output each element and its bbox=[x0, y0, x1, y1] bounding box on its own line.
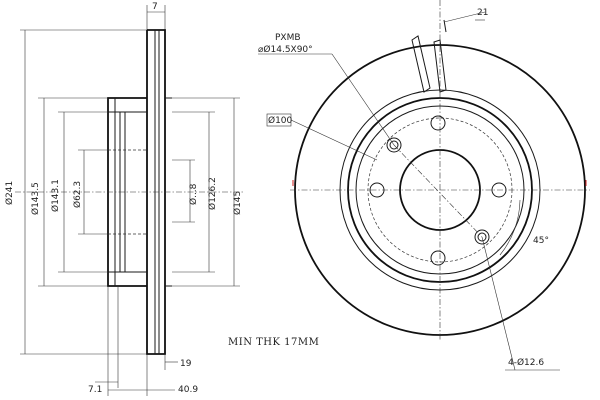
pcd-label: Ø100 bbox=[268, 115, 293, 126]
dim-d241: Ø241 bbox=[4, 181, 15, 205]
dim-d126-2: Ø126.2 bbox=[207, 177, 218, 210]
front-view: 21 PXMB ⌀Ø14.5X90° Ø100 45° 4-Ø12.6 MIN … bbox=[228, 0, 590, 371]
locating-hole bbox=[386, 137, 402, 153]
side-view: 7 Ø241 Ø143.5 Ø143.1 Ø62.3 bbox=[4, 2, 245, 396]
bolt-label: 4-Ø12.6 bbox=[508, 357, 544, 368]
dim-d143-1: Ø143.1 bbox=[50, 179, 61, 212]
dim-d145: Ø145 bbox=[232, 191, 243, 215]
dim-d62-3: Ø62.3 bbox=[72, 181, 83, 208]
chamfer-note-line2: ⌀Ø14.5X90° bbox=[258, 44, 313, 55]
slot-label: 21 bbox=[477, 8, 488, 18]
dim-offset-7-1: 7.1 bbox=[88, 385, 102, 395]
dim-height-40-9: 40.9 bbox=[178, 385, 198, 395]
cooling-slots bbox=[411, 19, 447, 93]
dim-top-width: 7 bbox=[152, 2, 158, 12]
dim-offset-19: 19 bbox=[180, 359, 192, 369]
dim-d-small: Ø...8 bbox=[188, 183, 199, 205]
angle-label: 45° bbox=[533, 236, 549, 246]
chamfer-note-line1: PXMB bbox=[275, 33, 301, 43]
locating-hole bbox=[474, 229, 490, 245]
bolt-hole bbox=[430, 250, 446, 266]
dim-d143-5: Ø143.5 bbox=[30, 182, 41, 215]
bolt-hole bbox=[430, 115, 446, 131]
min-thickness-note: MIN THK 17MM bbox=[228, 337, 319, 348]
